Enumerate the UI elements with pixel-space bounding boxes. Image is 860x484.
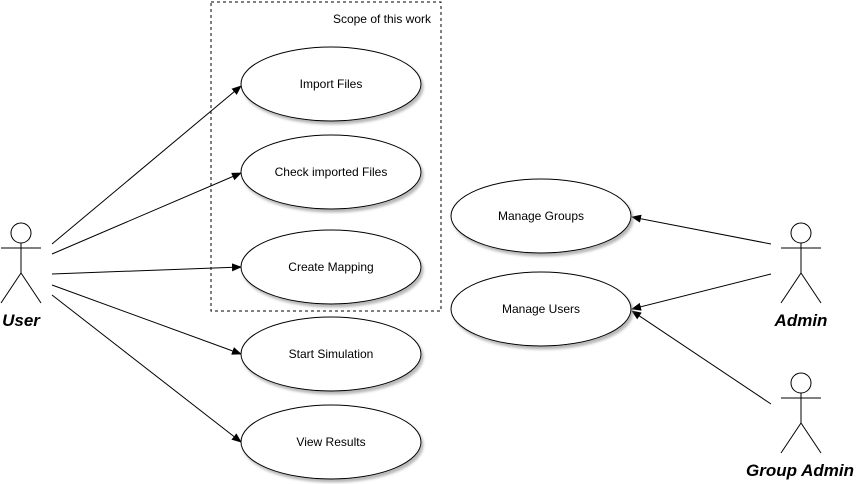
use-case-label: View Results (296, 435, 365, 449)
assoc-admin-manage-users (631, 273, 772, 311)
admin-associations (631, 214, 772, 405)
actor-label: Admin (774, 311, 828, 330)
assoc-user-start-simulation (51, 284, 242, 355)
stick-figure-icon (780, 222, 822, 304)
assoc-user-view-results (51, 294, 242, 443)
use-case-label: Start Simulation (289, 347, 374, 361)
use-case-view-results[interactable]: View Results (240, 404, 422, 480)
assoc-admin-manage-groups (631, 214, 772, 245)
use-case-import-files[interactable]: Import Files (240, 46, 422, 122)
assoc-user-import-files (51, 85, 242, 245)
use-case-check-imported-files[interactable]: Check imported Files (240, 134, 422, 210)
actor-label: Group Admin (746, 461, 854, 480)
use-case-manage-groups[interactable]: Manage Groups (450, 178, 632, 254)
use-case-label: Manage Groups (498, 209, 584, 223)
use-case-label: Manage Users (502, 302, 580, 316)
actor-group-admin[interactable]: Group Admin (746, 372, 854, 480)
use-case-label: Import Files (300, 77, 363, 91)
use-case-manage-users[interactable]: Manage Users (450, 271, 632, 347)
actor-user[interactable]: User (0, 222, 42, 330)
assoc-group-admin-manage-users (631, 310, 772, 405)
stick-figure-icon (0, 222, 42, 304)
user-associations (51, 85, 242, 443)
scope-boundary: Scope of this work (210, 1, 442, 312)
use-case-create-mapping[interactable]: Create Mapping (240, 229, 422, 305)
actor-admin[interactable]: Admin (774, 222, 828, 330)
use-case-start-simulation[interactable]: Start Simulation (240, 316, 422, 392)
assoc-user-check-imported-files (51, 172, 242, 255)
assoc-user-create-mapping (51, 263, 242, 275)
scope-label: Scope of this work (333, 12, 432, 26)
use-case-label: Create Mapping (288, 260, 373, 274)
actor-label: User (2, 311, 41, 330)
stick-figure-icon (780, 372, 822, 454)
use-case-label: Check imported Files (275, 165, 388, 179)
